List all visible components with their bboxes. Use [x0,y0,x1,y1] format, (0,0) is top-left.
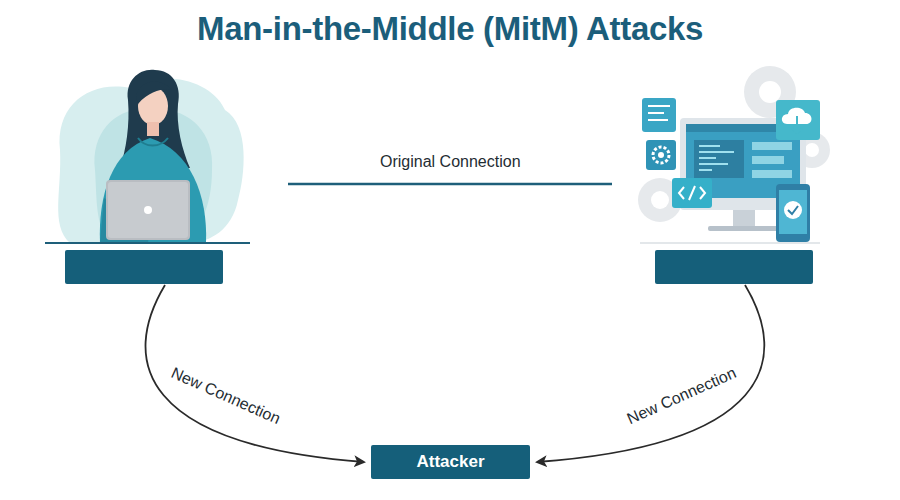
connection-label: New Connection [624,364,739,428]
connection-label: Original Connection [380,153,521,171]
server-illustration [638,66,830,243]
attacker-box: Attacker [371,445,530,479]
diagram-title: Man-in-the-Middle (MitM) Attacks [197,10,703,48]
connection-curve [146,285,364,462]
party-box [655,250,813,284]
connection-curve [537,285,764,462]
connection-line [288,183,612,186]
node-text-group: Attacker [416,452,484,472]
connection-label: New Connection [168,364,283,428]
party-box [65,250,223,284]
user-illustration [45,70,250,243]
node-label: Attacker [416,452,484,472]
